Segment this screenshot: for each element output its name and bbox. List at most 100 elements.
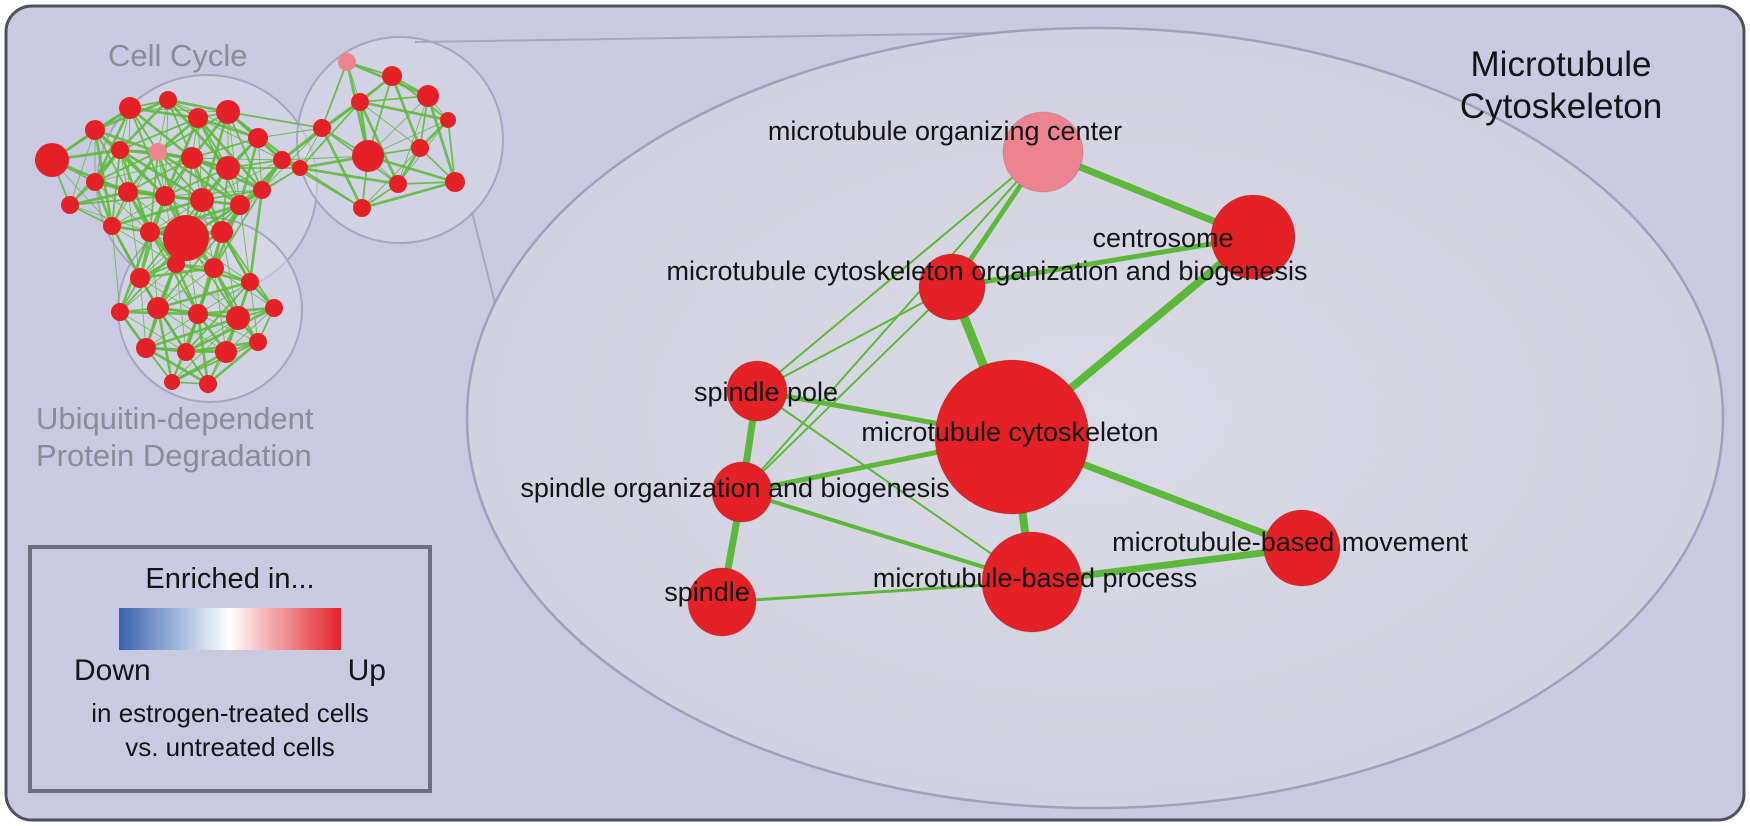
overview-edge: [191, 137, 259, 159]
node-moc: [1002, 111, 1084, 193]
overview-node: [338, 53, 356, 71]
overview-node: [352, 140, 384, 172]
overview-node: [188, 108, 208, 128]
node-mcob: [918, 253, 986, 321]
edge-centrosome-mcob: [951, 234, 1254, 290]
edge-moc-spindle_pole: [756, 151, 1044, 392]
node-label-spindle: spindle: [664, 577, 750, 607]
overview-edge: [191, 157, 283, 161]
overview-node: [85, 120, 105, 140]
magnified-cluster-title: Microtubule Cytoskeleton: [1411, 44, 1711, 128]
legend-down-label: Down: [74, 654, 151, 687]
node-label-spindle_org: spindle organization and biogenesis: [520, 473, 949, 503]
overview-node: [313, 119, 331, 137]
edge-moc-spindle_org: [741, 151, 1044, 493]
overview-node: [241, 273, 259, 291]
overview-edge: [145, 316, 239, 350]
node-spindle_org: [711, 461, 773, 523]
overview-edge: [248, 189, 264, 283]
edge-spindle_org-mbp: [741, 490, 1033, 584]
legend-box: Enriched in... Down Up in estrogen-treat…: [28, 545, 432, 793]
overview-edge: [94, 157, 193, 183]
overview-edge: [213, 189, 263, 269]
edge-mcob-spindle_pole: [756, 286, 953, 392]
overview-node: [103, 217, 121, 235]
overview-node: [86, 173, 104, 191]
overview-edge: [164, 195, 223, 233]
magnifier-connector-line: [414, 32, 1008, 43]
ubiquitin-label-line1: Ubiquitin-dependent: [36, 401, 314, 436]
overview-edge: [157, 280, 251, 310]
overview-node: [230, 195, 250, 215]
overview-edge: [171, 341, 259, 383]
overview-node: [226, 306, 250, 330]
overview-edge: [145, 313, 199, 349]
overview-edge: [397, 95, 429, 185]
overview-edge: [175, 263, 187, 353]
overview-edge: [361, 147, 421, 209]
overview-node: [273, 151, 291, 169]
overview-node: [118, 182, 138, 202]
edge-mcob-spindle_org: [741, 286, 953, 493]
overview-node: [215, 341, 237, 363]
overview-edge: [200, 111, 230, 201]
node-mbp: [981, 531, 1083, 633]
overview-edge: [157, 111, 229, 153]
overview-edge: [196, 117, 264, 191]
overview-edge: [111, 198, 203, 228]
overview-edge: [164, 189, 263, 197]
overview-node: [111, 141, 129, 159]
node-mbm: [1263, 509, 1341, 587]
overview-node: [167, 255, 185, 273]
legend-caption: in estrogen-treated cells vs. untreated …: [32, 696, 428, 764]
legend-caption-line1: in estrogen-treated cells: [91, 698, 369, 728]
cluster-circle-microtubule-cytoskeleton: [296, 36, 504, 244]
overview-edge: [197, 281, 251, 315]
magnified-node-labels: microtubule organizing centercentrosomem…: [520, 116, 1468, 607]
overview-node: [248, 128, 268, 148]
overview-node: [147, 297, 169, 319]
node-label-mbm: microtubule-based movement: [1112, 527, 1468, 557]
overview-node: [164, 374, 180, 390]
overview-edge: [359, 95, 429, 103]
overview-node: [35, 143, 69, 177]
magnified-nodes: [687, 111, 1341, 637]
overview-node: [382, 66, 402, 86]
overview-edge: [149, 151, 159, 233]
overview-edge: [299, 166, 399, 186]
overview-edge: [207, 340, 259, 386]
overview-edge: [94, 151, 159, 183]
node-spindle_pole: [726, 360, 788, 422]
overview-node: [181, 147, 203, 169]
legend-caption-line2: vs. untreated cells: [125, 732, 335, 762]
overview-node: [111, 303, 129, 321]
overview-node: [190, 188, 214, 212]
overview-edge: [447, 119, 456, 183]
node-label-moc: microtubule organizing center: [768, 116, 1122, 146]
overview-node: [253, 181, 271, 199]
overview-edge: [145, 346, 209, 386]
overview-edge: [213, 267, 227, 353]
overview-node: [292, 160, 308, 176]
overview-edge: [361, 180, 456, 210]
overview-edge: [185, 281, 251, 353]
overview-edge: [69, 195, 166, 206]
overview-node: [199, 375, 217, 393]
node-label-mc: microtubule cytoskeleton: [861, 417, 1158, 447]
overview-node: [389, 175, 407, 193]
overview-edge: [94, 181, 151, 233]
overview-edge: [156, 307, 174, 383]
overview-node: [159, 91, 177, 109]
overview-nodes: [35, 53, 465, 393]
overview-edge: [185, 306, 275, 354]
overview-edge: [69, 129, 96, 206]
overview-edge: [111, 195, 166, 227]
legend-gradient-bar: [119, 608, 341, 650]
overview-edge: [119, 263, 177, 313]
overview-edge: [426, 95, 457, 183]
overview-node: [216, 100, 240, 124]
node-spindle: [687, 567, 757, 637]
overview-node: [440, 112, 456, 128]
overview-node: [119, 97, 141, 119]
